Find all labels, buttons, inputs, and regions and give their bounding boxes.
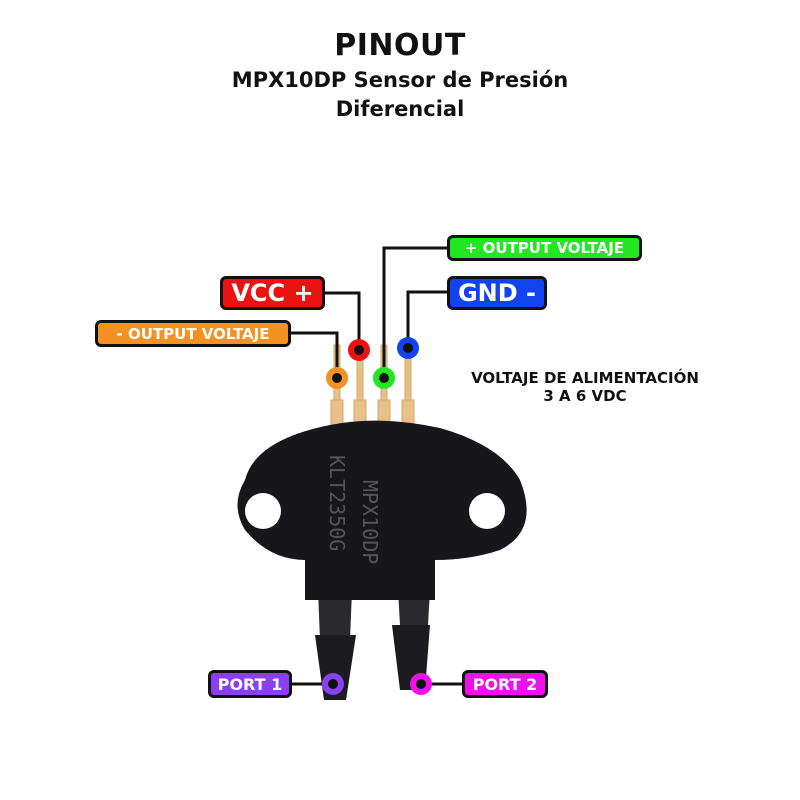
supply-voltage-range: 3 A 6 VDC xyxy=(543,387,627,405)
page-title: PINOUT xyxy=(334,28,466,63)
line-output-plus xyxy=(382,246,450,378)
label-vcc-text: VCC + xyxy=(231,279,314,307)
label-port1-text: PORT 1 xyxy=(217,674,283,694)
marking-line-2: KLT2350G xyxy=(325,455,349,551)
page-subtitle: MPX10DP Sensor de Presión xyxy=(231,68,569,92)
dot-port1-center xyxy=(328,679,338,689)
label-port1: PORT 1 xyxy=(208,670,292,698)
dot-vcc-center xyxy=(354,345,364,355)
label-gnd: GND - xyxy=(447,276,547,310)
label-output-minus-text: - OUTPUT VOLTAJE xyxy=(116,324,270,343)
label-output-plus: + OUTPUT VOLTAJE xyxy=(447,235,642,261)
label-port2-text: PORT 2 xyxy=(472,674,538,694)
label-port2: PORT 2 xyxy=(462,670,548,698)
line-output-minus xyxy=(288,331,339,378)
supply-voltage-title: VOLTAJE DE ALIMENTACIÓN xyxy=(471,369,699,387)
line-vcc xyxy=(322,291,361,350)
page-subtitle-2: Diferencial xyxy=(335,97,465,121)
sensor-body: MPX10DP KLT2350G xyxy=(237,420,527,600)
dot-gnd-center xyxy=(403,343,413,353)
dot-output-plus-center xyxy=(379,373,389,383)
label-gnd-text: GND - xyxy=(457,279,537,307)
dot-output-minus-center xyxy=(332,373,342,383)
marking-line-1: MPX10DP xyxy=(358,480,382,564)
dot-port2-center xyxy=(416,679,426,689)
label-output-minus: - OUTPUT VOLTAJE xyxy=(95,320,291,347)
line-gnd xyxy=(406,290,450,348)
label-vcc: VCC + xyxy=(220,276,325,310)
label-output-plus-text: + OUTPUT VOLTAJE xyxy=(464,239,625,257)
